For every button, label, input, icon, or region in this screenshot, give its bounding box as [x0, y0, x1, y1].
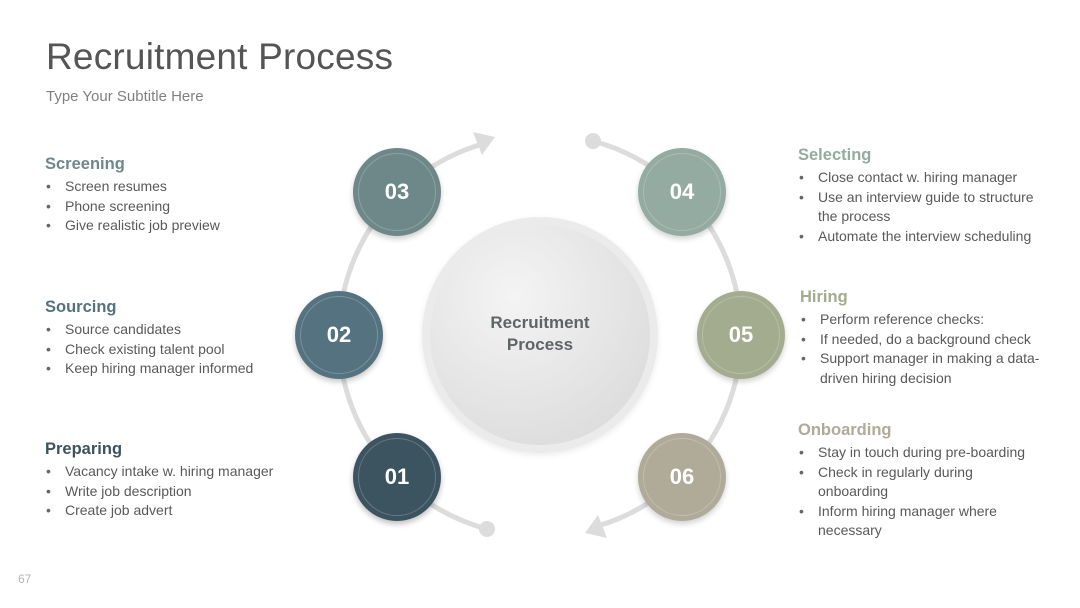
sourcing-list: Source candidates Check existing talent …: [45, 320, 305, 379]
step-circle-04: 04: [638, 148, 726, 236]
selecting-list: Close contact w. hiring manager Use an i…: [798, 168, 1048, 246]
page-number: 67: [18, 572, 32, 586]
onboarding-block: Onboarding Stay in touch during pre-boar…: [798, 421, 1038, 541]
screening-block: Screening Screen resumes Phone screening…: [45, 155, 305, 236]
step-circle-05: 05: [697, 291, 785, 379]
step-number: 01: [384, 464, 410, 489]
step-number: 05: [728, 322, 754, 347]
onboarding-list: Stay in touch during pre-boarding Check …: [798, 443, 1038, 541]
list-item: Keep hiring manager informed: [45, 359, 305, 379]
list-item: Write job description: [45, 482, 305, 502]
step-circle-06: 06: [638, 433, 726, 521]
onboarding-heading: Onboarding: [798, 421, 892, 439]
screening-list: Screen resumes Phone screening Give real…: [45, 177, 305, 236]
center-label-line1: Recruitment: [490, 313, 590, 332]
center-circle: [430, 225, 650, 445]
center-label-line2: Process: [506, 335, 574, 354]
list-item: Give realistic job preview: [45, 216, 305, 236]
list-item: Check in regularly during onboarding: [798, 463, 1038, 502]
hiring-block: Hiring Perform reference checks: If need…: [800, 288, 1050, 388]
list-item: Stay in touch during pre-boarding: [798, 443, 1038, 463]
list-item: Create job advert: [45, 501, 305, 521]
selecting-block: Selecting Close contact w. hiring manage…: [798, 146, 1048, 246]
list-item: Use an interview guide to structure the …: [798, 188, 1048, 227]
list-item: If needed, do a background check: [800, 330, 1050, 350]
list-item: Close contact w. hiring manager: [798, 168, 1048, 188]
left-arc-arrowhead: [473, 132, 495, 155]
list-item: Phone screening: [45, 197, 305, 217]
right-arc-arrowhead: [585, 515, 607, 538]
selecting-heading: Selecting: [798, 146, 872, 164]
list-item: Check existing talent pool: [45, 340, 305, 360]
sourcing-heading: Sourcing: [45, 298, 117, 316]
screening-heading: Screening: [45, 155, 125, 173]
page-subtitle: Type Your Subtitle Here: [46, 88, 204, 105]
right-arc-start-dot: [585, 133, 601, 149]
list-item: Screen resumes: [45, 177, 305, 197]
preparing-list: Vacancy intake w. hiring manager Write j…: [45, 462, 305, 521]
step-number: 03: [384, 179, 410, 204]
list-item: Automate the interview scheduling: [798, 227, 1048, 247]
left-arc-start-dot: [479, 521, 495, 537]
preparing-block: Preparing Vacancy intake w. hiring manag…: [45, 440, 305, 521]
step-number: 04: [669, 179, 695, 204]
hiring-heading: Hiring: [800, 288, 848, 306]
center-label: Recruitment Process: [440, 312, 640, 356]
sourcing-block: Sourcing Source candidates Check existin…: [45, 298, 305, 379]
step-circle-02: 02: [295, 291, 383, 379]
list-item: Support manager in making a data-driven …: [800, 349, 1050, 388]
step-number: 02: [326, 322, 352, 347]
page-title: Recruitment Process: [46, 36, 394, 77]
preparing-heading: Preparing: [45, 440, 123, 458]
list-item: Source candidates: [45, 320, 305, 340]
step-circle-01: 01: [353, 433, 441, 521]
list-item: Vacancy intake w. hiring manager: [45, 462, 305, 482]
step-number: 06: [669, 464, 695, 489]
hiring-list: Perform reference checks: If needed, do …: [800, 310, 1050, 388]
list-item: Perform reference checks:: [800, 310, 1050, 330]
list-item: Inform hiring manager where necessary: [798, 502, 1038, 541]
step-circle-03: 03: [353, 148, 441, 236]
